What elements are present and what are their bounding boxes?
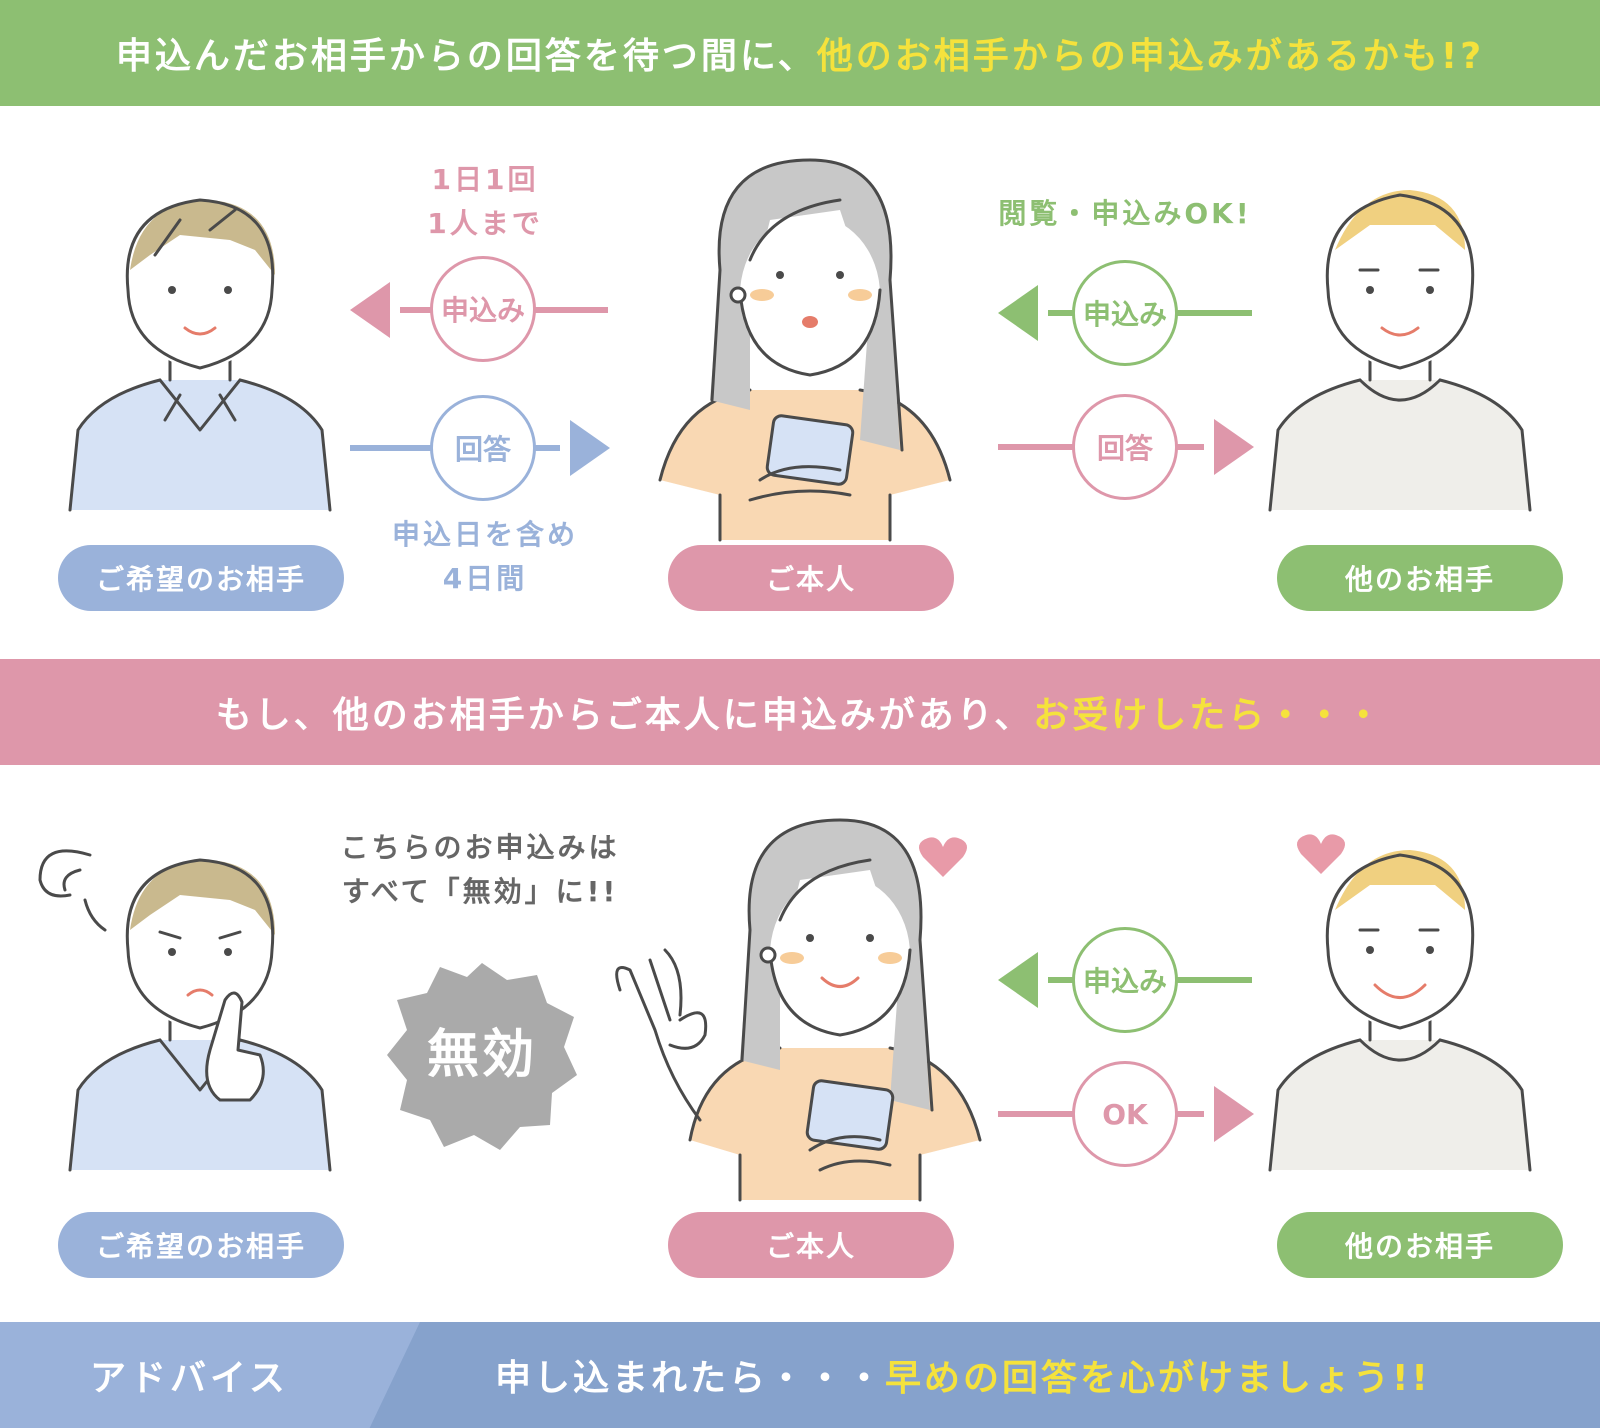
- answer-circle-right-label: 回答: [1096, 432, 1153, 465]
- sweat-mark-icon: [38, 849, 107, 932]
- deadline-note: 申込日を含め 4日間: [370, 513, 600, 601]
- advice-text: 申し込まれたら・・・ 早めの回答を心がけましょう!!: [495, 1322, 1431, 1428]
- heart-icon-right: [1297, 834, 1345, 874]
- right-man-figure: [1268, 190, 1532, 512]
- advice-label: アドバイス: [90, 1358, 289, 1399]
- limit-note-line-2: 1人まで: [427, 207, 543, 240]
- invalid-badge-text: 無効: [426, 1025, 537, 1085]
- label-other-partner-2-text: 他のお相手: [1344, 1230, 1495, 1263]
- left-man-thinking-figure: [68, 858, 332, 1172]
- center-woman-figure: [658, 158, 952, 542]
- label-self-2: ご本人: [668, 1212, 954, 1278]
- apply-circle-right-label: 申込み: [1082, 298, 1167, 331]
- label-other-partner-2: 他のお相手: [1277, 1212, 1563, 1278]
- top-banner: 申込んだお相手からの回答を待つ間に、 他のお相手からの申込みがあるかも!?: [0, 0, 1600, 106]
- mid-banner-highlight: お受けしたら・・・: [1033, 695, 1385, 736]
- apply-circle-left: 申込み: [430, 256, 536, 362]
- right-man-smile-figure: [1268, 850, 1532, 1172]
- heart-icon-center: [919, 837, 967, 877]
- label-self-2-text: ご本人: [765, 1230, 856, 1263]
- apply-circle-section2-label: 申込み: [1082, 965, 1167, 998]
- label-other-partner-1-text: 他のお相手: [1344, 563, 1495, 596]
- invalid-badge: 無効: [382, 1020, 582, 1090]
- apply-circle-section2: 申込み: [1072, 927, 1178, 1033]
- ok-circle-section2: OK: [1072, 1061, 1178, 1167]
- advice-text-highlight: 早めの回答を心がけましょう!!: [885, 1358, 1431, 1399]
- advice-text-main: 申し込まれたら・・・: [495, 1358, 886, 1399]
- deadline-note-line-1: 申込日を含め: [391, 518, 578, 551]
- answer-circle-left: 回答: [430, 395, 536, 501]
- label-desired-partner-2: ご希望のお相手: [58, 1212, 344, 1278]
- invalid-note: こちらのお申込みは すべて「無効」に!!: [320, 826, 640, 914]
- top-banner-text: 申込んだお相手からの回答を待つ間に、: [115, 36, 817, 77]
- left-man-figure: [68, 198, 332, 512]
- invalid-badge-shape: [387, 963, 577, 1150]
- invalid-note-line-2: すべて「無効」に!!: [341, 875, 619, 908]
- deadline-note-line-2: 4日間: [442, 562, 528, 595]
- limit-note: 1日1回 1人まで: [375, 158, 595, 246]
- limit-note-line-1: 1日1回: [431, 163, 539, 196]
- ok-circle-section2-label: OK: [1102, 1097, 1148, 1131]
- center-woman-ok-figure: [615, 818, 982, 1202]
- top-banner-highlight: 他のお相手からの申込みがあるかも!?: [816, 36, 1485, 77]
- answer-circle-right: 回答: [1072, 394, 1178, 500]
- advice-footer: アドバイス 申し込まれたら・・・ 早めの回答を心がけましょう!!: [0, 1322, 1600, 1428]
- answer-circle-left-label: 回答: [454, 433, 511, 466]
- label-self-1-text: ご本人: [765, 563, 856, 596]
- label-self-1: ご本人: [668, 545, 954, 611]
- browse-note-line: 閲覧・申込みOK!: [998, 197, 1252, 230]
- browse-note: 閲覧・申込みOK!: [990, 192, 1260, 236]
- label-desired-partner-1-text: ご希望のお相手: [95, 563, 306, 596]
- invalid-note-line-1: こちらのお申込みは: [340, 831, 620, 864]
- advice-label-background: [0, 1322, 420, 1428]
- apply-circle-right: 申込み: [1072, 260, 1178, 366]
- mid-banner: もし、他のお相手からご本人に申込みがあり、 お受けしたら・・・: [0, 659, 1600, 765]
- label-other-partner-1: 他のお相手: [1277, 545, 1563, 611]
- apply-circle-left-label: 申込み: [440, 294, 525, 327]
- label-desired-partner-2-text: ご希望のお相手: [95, 1230, 306, 1263]
- mid-banner-text: もし、他のお相手からご本人に申込みがあり、: [215, 695, 1034, 736]
- label-desired-partner-1: ご希望のお相手: [58, 545, 344, 611]
